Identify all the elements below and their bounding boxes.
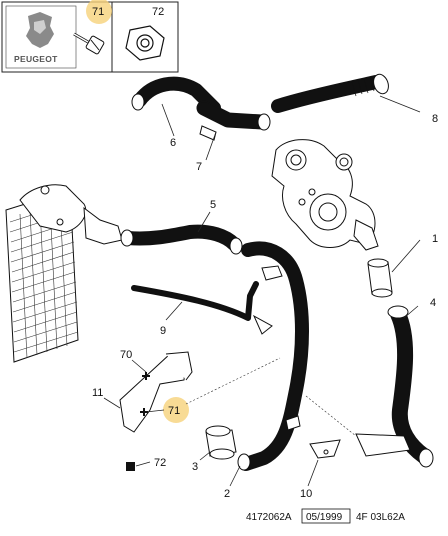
- hose-4: [387, 305, 434, 468]
- part-label-9: 9: [160, 325, 166, 337]
- part-label-5: 5: [210, 199, 216, 211]
- part-label-1: 1: [432, 233, 438, 245]
- part-label-7: 7: [196, 161, 202, 173]
- pipe-7: [196, 100, 271, 141]
- fastener-70-mark: [142, 372, 150, 380]
- bracket-11: [119, 351, 193, 433]
- brand-name: PEUGEOT: [14, 54, 58, 64]
- part-label-6: 6: [170, 137, 176, 149]
- part-label-10: 10: [300, 488, 312, 500]
- hose-5: [120, 224, 243, 255]
- peugeot-lion-logo: [26, 12, 54, 48]
- inset-ref-72: 72: [152, 6, 164, 18]
- footer-ref: 4F 03L62A: [356, 512, 405, 523]
- part-label-3: 3: [192, 461, 198, 473]
- part-label-11: 11: [92, 387, 103, 399]
- part-label-71: 71: [168, 405, 180, 417]
- turbocharger: [271, 139, 379, 251]
- pipe-9: [131, 281, 273, 335]
- sleeve-3: [205, 425, 237, 460]
- hose-6: [131, 76, 221, 115]
- part-label-70: 70: [120, 349, 132, 361]
- highlight-71-main: [163, 397, 189, 423]
- bracket-10: [309, 433, 411, 459]
- inset-box: PEUGEOT 71 72: [1, 0, 179, 73]
- guide-lines: [185, 357, 357, 437]
- leader-lines: [103, 95, 421, 487]
- inset-ref-71: 71: [92, 6, 104, 18]
- pipe-2: [237, 241, 309, 471]
- hose-8: [271, 73, 389, 113]
- part-label-2: 2: [224, 488, 230, 500]
- intercooler: [5, 184, 123, 363]
- part-label-72: 72: [154, 457, 166, 469]
- footer-date-box: [301, 508, 351, 524]
- part-numbers: 1 2 3 4 5 6 7 8 9 10 11 70 71 72: [92, 113, 438, 500]
- part-label-4: 4: [430, 297, 436, 309]
- nut-72-mark: [126, 462, 135, 471]
- highlight-71-inset: [86, 0, 112, 24]
- bolt-icon: [73, 32, 105, 55]
- nut-icon: [125, 25, 165, 61]
- part-label-8: 8: [432, 113, 438, 125]
- footer-date: 05/1999: [306, 512, 343, 523]
- footer-code: 4172062A: [246, 512, 292, 523]
- sleeve-1: [367, 258, 393, 298]
- footer-refs: 4172062A 05/1999 4F 03L62A: [246, 508, 405, 524]
